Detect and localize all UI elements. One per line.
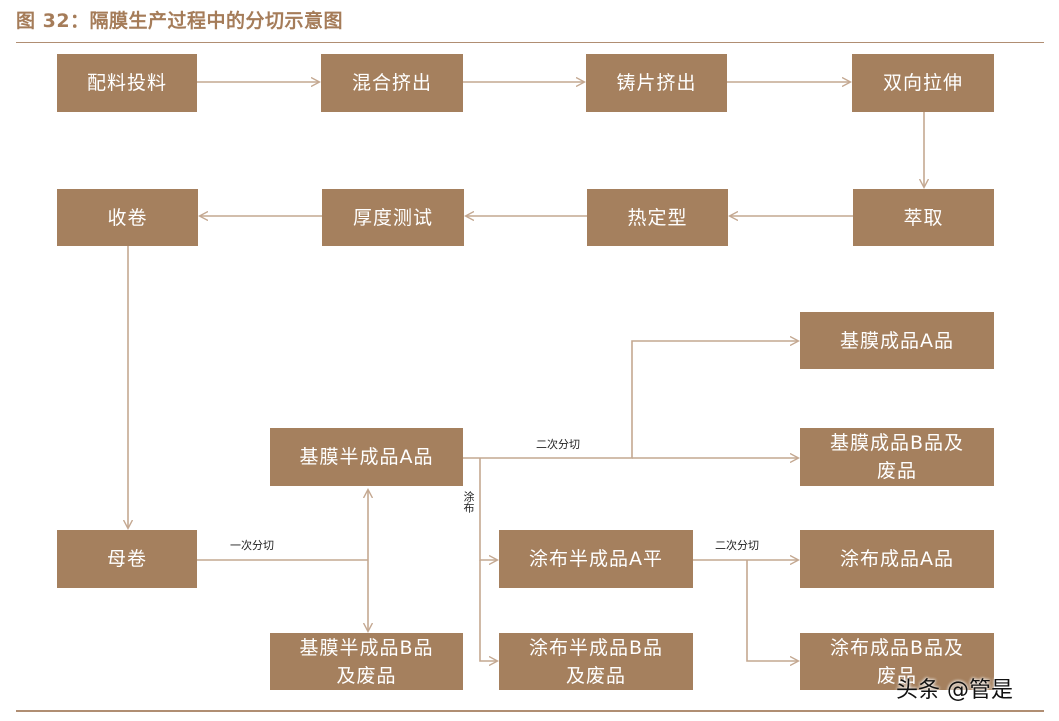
title-divider	[16, 42, 1044, 43]
label-yici-fenqie: 一次分切	[230, 539, 274, 552]
box-peiliao-toulia: 配料投料	[57, 54, 197, 112]
box-zhupian-jichu: 铸片挤出	[586, 54, 727, 112]
box-jimo-ban-a: 基膜半成品A品	[270, 428, 463, 486]
box-jimo-ban-b: 基膜半成品B品及废品	[270, 633, 463, 690]
label-tubu: 涂布	[462, 491, 475, 513]
box-label: 母卷	[106, 548, 147, 570]
figure-title: 图 32：隔膜生产过程中的分切示意图	[16, 10, 344, 32]
box-label-line1: 涂布半成品B品	[528, 636, 664, 659]
arrow-to-tubu-cheng-b	[746, 560, 798, 661]
box-jimo-cheng-a: 基膜成品A品	[800, 312, 994, 369]
box-tubu-cheng-b: 涂布成品B品及废品	[800, 633, 994, 690]
label-erci-fenqie-bottom: 二次分切	[715, 539, 759, 552]
box-label: 热定型	[627, 206, 688, 229]
box-label: 铸片挤出	[616, 72, 697, 94]
box-label: 萃取	[903, 206, 944, 229]
box-label: 混合挤出	[351, 72, 432, 94]
box-rerding-xing: 热定型	[587, 189, 728, 246]
label-erci-fenqie-top: 二次分切	[536, 438, 580, 451]
box-tubu-ban-b: 涂布半成品B品及废品	[499, 633, 693, 690]
box-tubu-ban-a: 涂布半成品A平	[499, 530, 693, 588]
box-label-line1: 涂布成品B品及	[829, 636, 965, 659]
box-label-line2: 废品	[876, 460, 917, 482]
bottom-divider	[16, 710, 1044, 712]
box-label: 涂布成品A品	[840, 548, 954, 570]
box-label-line1: 基膜成品B品及	[829, 432, 965, 454]
box-label-line2: 及废品	[336, 664, 397, 687]
box-shuangxiang-lashen: 双向拉伸	[852, 54, 994, 112]
box-label: 厚度测试	[352, 206, 433, 229]
box-label: 基膜半成品A品	[299, 446, 434, 468]
arrow-to-tubu-ban-a	[479, 458, 497, 560]
box-label: 基膜成品A品	[840, 329, 954, 352]
box-label: 涂布半成品A平	[529, 548, 663, 570]
arrow-to-jimo-cheng-a	[463, 341, 798, 459]
box-tubu-cheng-a: 涂布成品A品	[800, 530, 994, 588]
box-houdu-ceshi: 厚度测试	[322, 189, 464, 246]
box-label: 收卷	[107, 206, 148, 229]
box-cuiqu: 萃取	[853, 189, 994, 246]
arrow-to-tubu-ban-b	[479, 560, 497, 661]
box-jimo-cheng-b: 基膜成品B品及废品	[800, 428, 994, 486]
box-label: 双向拉伸	[882, 72, 963, 94]
box-label-line2: 及废品	[565, 664, 626, 687]
box-label-line1: 基膜半成品B品	[299, 636, 434, 659]
box-label-line2: 废品	[876, 664, 917, 687]
box-mujuan: 母卷	[57, 530, 197, 588]
watermark: 头条 @管是	[896, 678, 1013, 703]
box-hunhe-jichu: 混合挤出	[321, 54, 463, 112]
box-label: 配料投料	[86, 72, 167, 94]
box-shoujuan: 收卷	[57, 189, 198, 246]
